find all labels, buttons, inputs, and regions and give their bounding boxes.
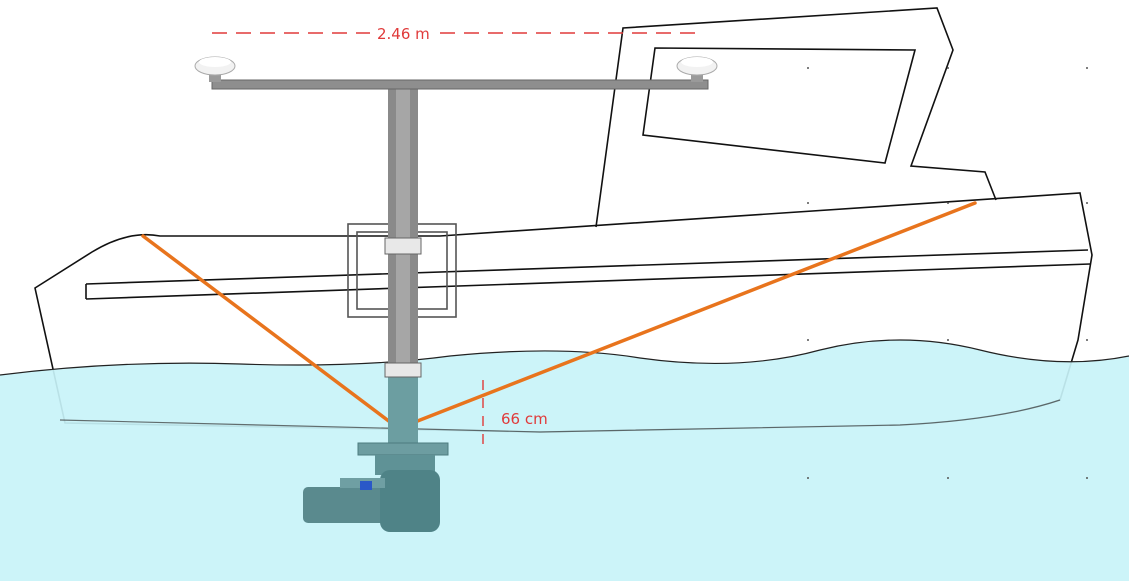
gps-antenna-icon [676, 56, 718, 82]
water [0, 340, 1129, 581]
background-grid-dots [807, 67, 1088, 479]
rear-stay-cable [413, 201, 977, 424]
antenna-crossbar [211, 79, 709, 90]
waterline [0, 339, 1129, 376]
sonar-transducer-icon [303, 442, 449, 532]
gps-baseline-dimension: 2.46 m [212, 25, 700, 43]
gps-baseline-label: 2.46 m [377, 25, 430, 43]
cabin [595, 7, 997, 228]
mast-pole [384, 86, 422, 446]
transducer-depth-dimension: 66 cm [482, 380, 548, 452]
gps-antenna-icon [194, 56, 236, 82]
front-stay-cable [141, 234, 392, 424]
transducer-depth-label: 66 cm [501, 410, 548, 428]
stay-cables [141, 201, 977, 424]
submerged-hull-line [59, 399, 1061, 433]
